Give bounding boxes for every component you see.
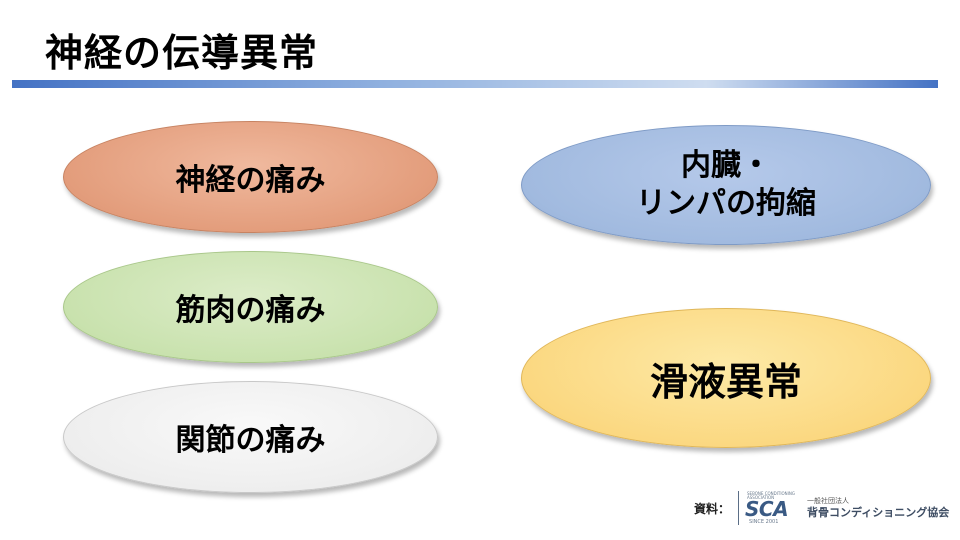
nerve-pain-label: 神経の痛み: [175, 163, 326, 198]
visceral-label-line2: リンパの拘縮: [636, 186, 816, 221]
logo-since: SINCE 2001: [749, 519, 779, 525]
logo-tagline-1: SEBONE CONDITIONING: [747, 491, 795, 496]
source-credit: 資料： SEBONE CONDITIONING ASSOCIATION SCA …: [694, 490, 949, 526]
joint-pain-label: 関節の痛み: [175, 423, 326, 458]
sca-logo: SEBONE CONDITIONING ASSOCIATION SCA SINC…: [738, 490, 949, 526]
synovial-ellipse: 滑液異常: [521, 308, 931, 448]
muscle-pain-ellipse: 筋肉の痛み: [63, 251, 438, 363]
sca-logo-mark: SEBONE CONDITIONING ASSOCIATION SCA SINC…: [738, 491, 801, 525]
joint-pain-ellipse: 関節の痛み: [63, 381, 438, 493]
visceral-lymph-ellipse: 内臓・ リンパの拘縮: [521, 125, 931, 245]
logo-abbr: SCA: [745, 497, 789, 521]
org-name: 背骨コンディショニング協会: [807, 506, 950, 519]
title-underline-bar: [12, 80, 938, 88]
org-type: 一般社団法人: [807, 497, 850, 505]
logo-org-text: 一般社団法人 背骨コンディショニング協会: [807, 496, 949, 520]
slide-title: 神経の伝導異常: [45, 31, 319, 75]
synovial-label: 滑液異常: [649, 359, 802, 404]
logo-tagline-2: ASSOCIATION: [747, 495, 775, 500]
muscle-pain-label: 筋肉の痛み: [175, 293, 326, 328]
source-label: 資料：: [694, 501, 731, 516]
visceral-label-line1: 内臓・: [681, 148, 771, 183]
nerve-pain-ellipse: 神経の痛み: [63, 121, 438, 233]
